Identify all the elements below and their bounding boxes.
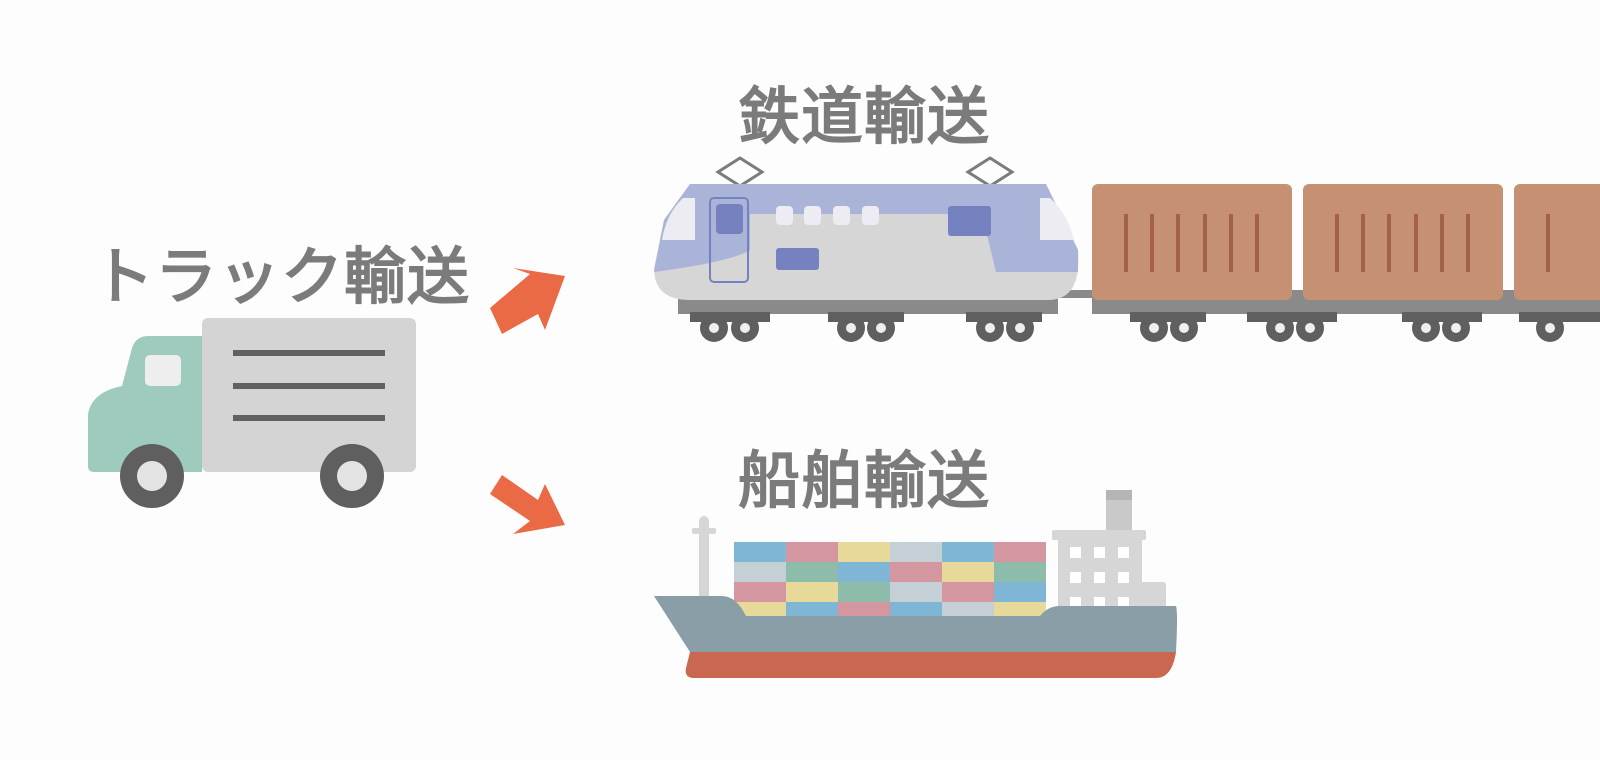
ship-icon — [654, 490, 1177, 678]
rail-transport-label: 鉄道輸送 — [738, 80, 991, 153]
truck-transport-label: トラック輸送 — [92, 240, 471, 313]
arrow-icon — [490, 475, 565, 534]
arrow-icon — [490, 268, 565, 334]
ship-transport-label: 船舶輸送 — [738, 444, 991, 517]
train-icon — [654, 156, 1600, 342]
truck-icon — [88, 318, 416, 508]
